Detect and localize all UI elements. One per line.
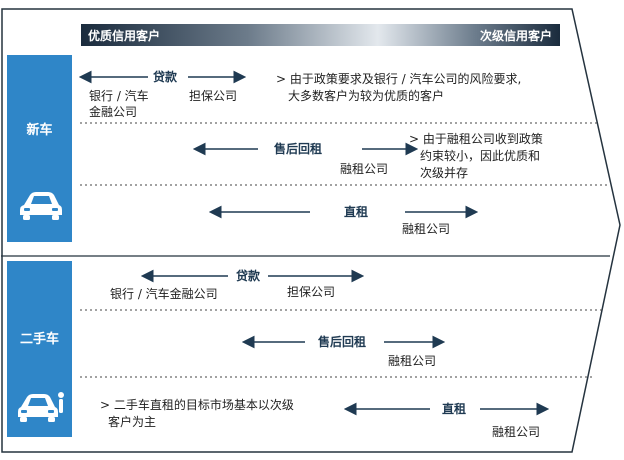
credit-spectrum-bar: 优质信用客户 次级信用客户: [81, 24, 560, 46]
new-car-loan-note-line2: 大多数客户为较为优质的客户: [288, 89, 445, 103]
used-car-loan-guarantor: 担保公司: [287, 285, 336, 299]
used-car-direct-lease-lessor: 融租公司: [492, 425, 541, 439]
used-car-panel: 二手车: [7, 261, 72, 437]
new-car-leaseback-note-line3: 次级并存: [420, 166, 469, 180]
used-car-leaseback-title: 售后回租: [318, 335, 367, 349]
new-car-direct-lease-lessor: 融租公司: [402, 222, 451, 236]
new-car-leaseback-note-line2: 约束较小，因此优质和: [420, 149, 541, 163]
used-car-icon: [18, 392, 64, 422]
subprime-credit-label: 次级信用客户: [479, 29, 552, 43]
new-car-loan-lender-line1: 银行 / 汽车: [89, 89, 149, 103]
new-car-loan-lender-line2: 金融公司: [89, 105, 138, 119]
prime-credit-label: 优质信用客户: [88, 29, 161, 43]
new-car-leaseback-note-line1: > 由于融租公司收到政策: [409, 132, 543, 146]
chevron-outline: [1, 8, 621, 453]
new-car-leaseback-title: 售后回租: [274, 142, 323, 156]
new-car-loan-title: 贷款: [153, 70, 178, 84]
new-car-panel: 新车: [7, 55, 72, 242]
used-car-leaseback-lessor: 融租公司: [388, 354, 437, 368]
new-car-label: 新车: [26, 123, 53, 138]
new-car-leaseback-lessor: 融租公司: [340, 162, 389, 176]
car-icon: [20, 192, 62, 220]
used-car-label: 二手车: [19, 332, 59, 347]
used-car-direct-lease-note-line1: > 二手车直租的目标市场基本以次级: [100, 398, 294, 412]
new-car-loan-guarantor: 担保公司: [189, 89, 238, 103]
used-car-direct-lease-note-line2: 客户为主: [108, 415, 157, 429]
used-car-loan-title: 贷款: [236, 269, 261, 283]
used-car-direct-lease-title: 直租: [442, 402, 467, 416]
new-car-loan-note-line1: > 由于政策要求及银行 / 汽车公司的风险要求,: [276, 72, 522, 86]
used-car-loan-lender: 银行 / 汽车金融公司: [110, 287, 218, 301]
new-car-direct-lease-title: 直租: [344, 205, 369, 219]
